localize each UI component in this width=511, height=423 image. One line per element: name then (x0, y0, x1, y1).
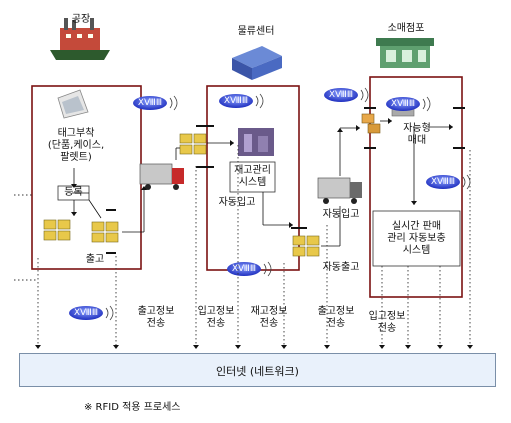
reader-icon (324, 88, 358, 102)
reader-label: ⅩⅧⅢ (430, 177, 456, 187)
shipment-label: 출고 (85, 254, 105, 265)
reader-label: ⅩⅧⅢ (223, 96, 249, 106)
factory-region (31, 85, 142, 270)
realtime-system-label: 실시간 판매 관리 자동보충 시스템 (387, 220, 446, 256)
retail-auto-receiving-label: 자동입고 (322, 209, 360, 220)
transmission-label: 입고정보 전송 (368, 311, 406, 334)
reader-icon (133, 96, 167, 110)
factory-title: 공장 (71, 14, 91, 25)
internet-network-bar: 인터넷 (네트워크) (19, 353, 496, 387)
realtime-system-box (372, 210, 461, 267)
transmission-label: 출고정보 전송 (317, 306, 355, 329)
dc-auto-receiving-label: 자동입고 (218, 197, 256, 208)
reader-label: ⅩⅧⅢ (137, 98, 163, 108)
transmission-label: 재고정보 전송 (250, 306, 288, 329)
dotted-links (14, 145, 471, 345)
vending-label: 자능형 매대 (403, 123, 431, 146)
factory-case-right (91, 221, 119, 243)
transmission-label: 입고정보 전송 (197, 306, 235, 329)
transmission-label: 출고정보 전송 (137, 306, 175, 329)
inventory-system-box (229, 161, 276, 193)
reader-label: ⅩⅧⅢ (73, 308, 99, 318)
footnote: ※ RFID 적용 프로세스 (84, 402, 181, 413)
reader-icon (227, 262, 261, 276)
truck-icon-2 (317, 177, 362, 204)
register-label: 등록 (64, 187, 83, 198)
dc-auto-shipping-label: 자동출고 (322, 262, 360, 273)
reader-icon (219, 94, 253, 108)
reader-icon (69, 306, 103, 320)
arrowheads (71, 118, 453, 228)
gate-markers (106, 107, 465, 254)
reader-label: ⅩⅧⅢ (390, 99, 416, 109)
inventory-system-label: 재고관리 시스템 (234, 165, 271, 188)
dc-case-in (179, 133, 207, 155)
network-label: 인터넷 (네트워크) (216, 365, 299, 378)
retail-title: 소매점포 (387, 23, 425, 34)
network-arrowheads (35, 345, 473, 349)
reader-label: ⅩⅧⅢ (328, 90, 354, 100)
reader-signal-arcs (105, 87, 471, 321)
truck-icon-1 (139, 163, 184, 190)
reader-label: ⅩⅧⅢ (231, 264, 257, 274)
retail-region (369, 76, 463, 298)
reader-icon (426, 175, 460, 189)
retail-case (361, 113, 381, 134)
factory-icon (50, 18, 110, 60)
reader-icon (386, 97, 420, 111)
inventory-photo (238, 128, 274, 156)
rfid-tag-icon (57, 89, 89, 119)
dc-case-out (292, 235, 320, 257)
tagging-label: 태그부착 (단품,케이스, 팔렛트) (47, 128, 105, 163)
store-icon (376, 38, 434, 68)
warehouse-icon (232, 46, 282, 80)
distribution-title: 물류센터 (237, 26, 275, 37)
factory-case-left (43, 219, 71, 241)
